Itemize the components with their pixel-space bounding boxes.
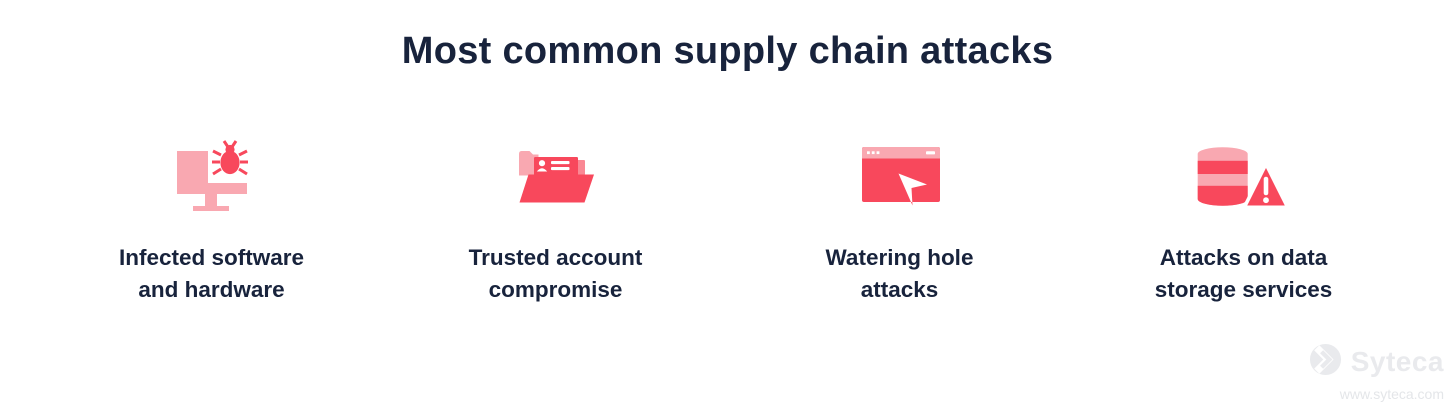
attack-label: Infected software and hardware	[119, 242, 304, 306]
watermark: Syteca www.syteca.com	[1309, 343, 1444, 402]
attack-item-watering-hole: Watering hole attacks	[728, 131, 1072, 306]
label-line: Trusted account	[468, 245, 643, 270]
bug-glyph	[211, 140, 248, 176]
attack-label: Trusted account compromise	[469, 242, 643, 306]
label-line: and hardware	[138, 277, 285, 302]
page-title: Most common supply chain attacks	[401, 30, 1054, 72]
attack-item-data-storage: Attacks on data storage services	[1072, 131, 1416, 306]
warning-triangle	[1242, 162, 1289, 210]
syteca-logo-icon	[1309, 343, 1342, 381]
attack-item-trusted-account: Trusted account compromise	[384, 131, 728, 306]
browser-cursor-icon	[850, 131, 950, 216]
label-line: Watering hole	[825, 245, 974, 270]
attack-item-infected-software: Infected software and hardware	[40, 131, 384, 306]
label-line: Infected software	[118, 245, 305, 270]
label-line: storage services	[1154, 277, 1333, 302]
label-line: compromise	[488, 277, 623, 302]
folder-id-card-icon	[506, 131, 606, 216]
label-line: attacks	[860, 277, 939, 302]
monitor-bug-icon	[162, 131, 262, 216]
attack-label: Attacks on data storage services	[1155, 242, 1333, 306]
database-warning-icon	[1194, 131, 1294, 216]
watermark-brand-row: Syteca	[1309, 343, 1444, 381]
watermark-brand-name: Syteca	[1350, 346, 1444, 377]
browser-bar-dots	[866, 151, 935, 155]
label-line: Attacks on data	[1159, 245, 1328, 270]
attack-label: Watering hole attacks	[826, 242, 974, 306]
id-card-person	[536, 160, 569, 172]
watermark-url: www.syteca.com	[1339, 386, 1444, 402]
attack-grid: Infected software and hardware	[0, 131, 1455, 306]
